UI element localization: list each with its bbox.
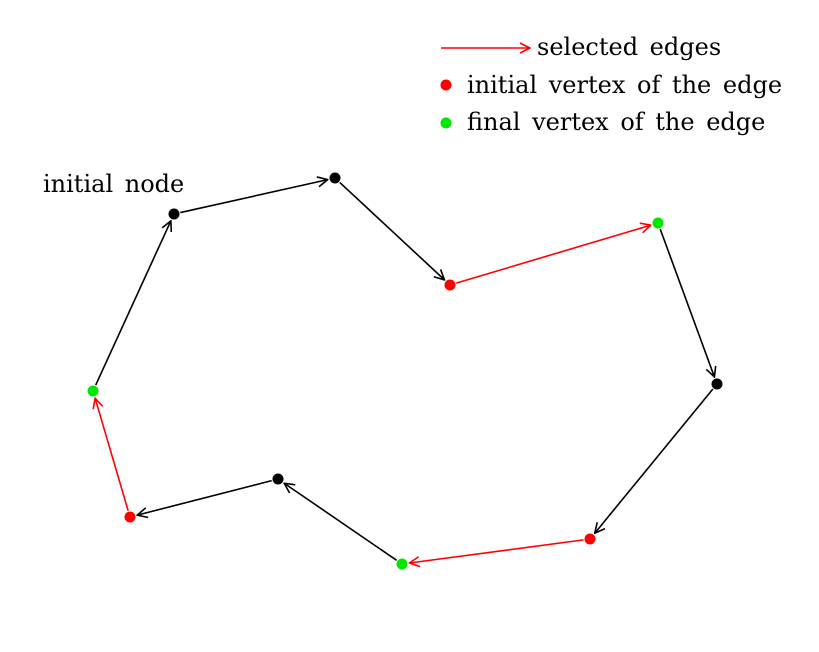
final-vertex-n10 [87,385,99,397]
initial-vertex-n3 [444,279,456,291]
legend-selected-edges-label: selected edges [537,33,721,61]
edges [95,180,714,563]
edge-n1-n2 [180,180,327,214]
edge-n8-n9 [137,479,272,516]
edge-n7-n8 [284,483,398,561]
edge-n2-n3 [339,181,445,279]
edge-n10-n1 [94,221,171,386]
initial-vertex-n6 [584,533,596,545]
selected-edge-n3-n4 [456,225,651,284]
plain-vertex-n1 [168,208,180,220]
edge-n5-n6 [595,388,714,533]
legend-initial-vertex-dot [440,79,452,91]
final-vertex-n7 [396,558,408,570]
legend-final-vertex-dot [440,117,452,129]
final-vertex-n4 [652,217,664,229]
edge-n4-n5 [659,228,714,377]
selected-edge-n6-n7 [409,539,584,563]
legend-final-vertex-label: final vertex of the edge [467,108,765,136]
legend: selected edges initial vertex of the edg… [440,33,782,136]
plain-vertex-n2 [329,172,341,184]
plain-vertex-n8 [272,473,284,485]
initial-vertex-n9 [124,511,136,523]
initial-node-label: initial node [43,170,184,198]
selected-edge-n9-n10 [95,398,129,511]
legend-initial-vertex-label: initial vertex of the edge [467,71,782,99]
plain-vertex-n5 [711,378,723,390]
nodes [87,172,723,570]
